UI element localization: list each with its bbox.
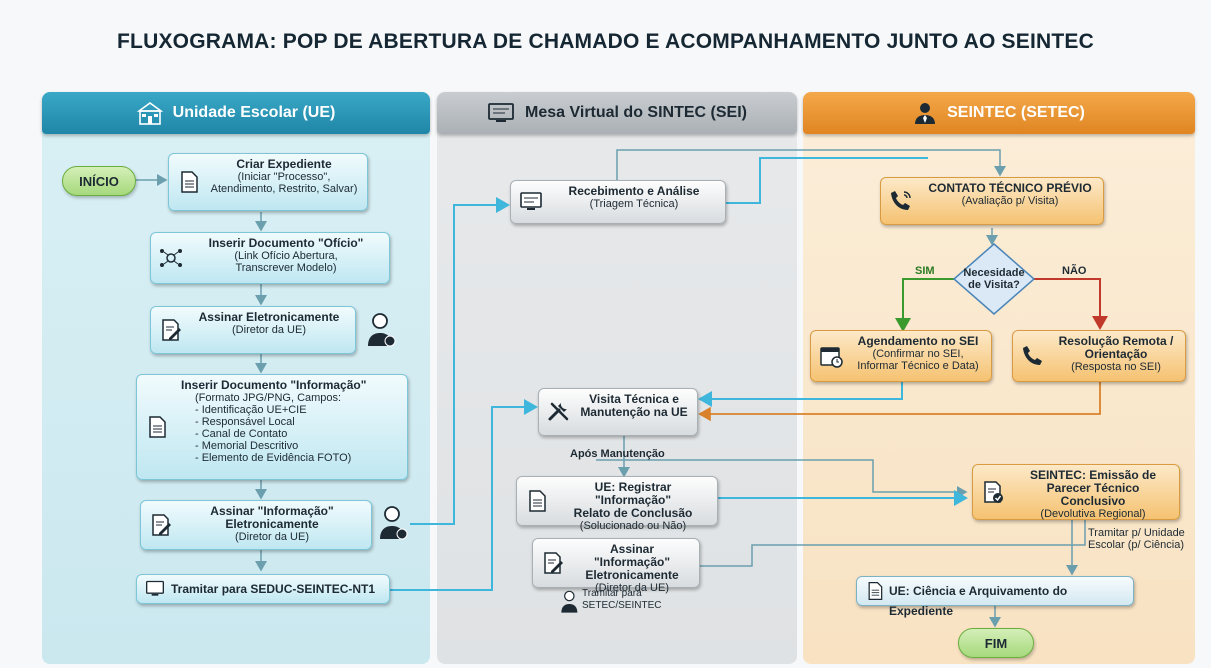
school-icon [136,102,163,125]
step-desc: (Diretor da UE) [232,324,306,336]
step-title: Assinar Eletronicamente [198,310,340,324]
lane-header-sei: Mesa Virtual do SINTEC (SEI) [437,92,797,134]
document-icon [149,416,166,438]
step-create-expediente[interactable]: Criar Expediente (Iniciar "Processo", At… [168,153,368,211]
return-label: Tramitar p/ Unidade Escolar (p/ Ciência) [1088,527,1185,551]
decision-diamond [952,243,1036,315]
step-title: Visita Técnica e Manutenção na UE [580,392,688,419]
phone-icon [1023,346,1042,365]
director-icon [380,506,408,540]
arrow-no [1033,278,1108,330]
step-send-seduc[interactable]: Tramitar para SEDUC-SEINTEC-NT1 [136,574,390,604]
start-node[interactable]: INÍCIO [62,166,136,196]
arrow-yes [895,278,955,332]
lane-header-setec: SEINTEC (SETEC) [803,92,1195,134]
step-desc: (Confirmar no SEI, Informar Técnico e Da… [857,348,979,372]
step-technical-report[interactable]: SEINTEC: Emissão de Parecer Técnico Conc… [972,464,1180,520]
step-title: Tramitar para SEDUC-SEINTEC-NT1 [171,582,376,596]
step-title: Agendamento no SEI [857,334,979,348]
document-icon [181,171,198,193]
step-title: Recebimento e Análise [568,184,700,198]
step-receive-analysis[interactable]: Recebimento e Análise (Triagem Técnica) [510,180,726,224]
step-desc: (Avaliação p/ Visita) [961,195,1059,207]
yes-label: SIM [915,265,935,277]
step-desc: (Diretor da UE) [595,582,669,594]
approved-document-icon [984,481,1003,503]
step-sign-informacao-sei[interactable]: Assinar "Informação" Eletronicamente (Di… [532,538,700,594]
technician-icon [915,103,936,124]
step-title: Resolução Remota / Orientação [1058,334,1174,361]
step-title: UE: Ciência e Arquivamento do Expediente [889,584,1068,618]
sign-document-icon [544,552,563,574]
arrow-after-report [596,459,968,498]
step-title: UE: Registrar "Informação" Relato de Con… [573,480,693,520]
director-icon [368,313,396,347]
step-title: Criar Expediente [236,157,332,171]
end-node[interactable]: FIM [958,628,1034,658]
step-desc: (Formato JPG/PNG, Campos: - Identificaçã… [195,392,352,464]
arrow-send-visit [390,399,538,591]
arrow-receive-setec [726,157,928,204]
arrow-sign2-receive [410,197,510,525]
step-title: Inserir Documento "Informação" [181,378,367,392]
step-desc: (Diretor da UE) [235,531,309,543]
after-maintenance-label: Após Manutenção [570,448,665,460]
calendar-icon [820,347,843,368]
step-title: CONTATO TÉCNICO PRÉVIO [928,181,1092,195]
arrow-receive-contact [616,149,1006,188]
step-archive[interactable]: UE: Ciência e Arquivamento do Expediente [856,576,1134,618]
step-desc: (Solucionado ou Não) [579,520,687,532]
lane-title-sei: Mesa Virtual do SINTEC (SEI) [525,104,747,121]
step-title: Inserir Documento "Ofício" [208,236,364,250]
step-insert-oficio[interactable]: Inserir Documento "Ofício" (Link Ofício … [150,232,390,284]
phone-icon [891,191,911,210]
step-desc: (Link Ofício Abertura, Transcrever Model… [234,250,338,274]
sign-document-icon [162,319,181,341]
step-desc: (Triagem Técnica) [589,198,679,210]
arrow-sign3-return [700,520,1086,567]
lane-title-ue: Unidade Escolar (UE) [172,104,336,121]
lane-title-setec: SEINTEC (SETEC) [947,104,1085,121]
step-schedule-sei[interactable]: Agendamento no SEI (Confirmar no SEI, In… [810,330,992,382]
step-insert-informacao[interactable]: Inserir Documento "Informação" (Formato … [136,374,408,480]
step-register-informacao[interactable]: UE: Registrar "Informação" Relato de Con… [516,476,718,532]
step-technical-visit[interactable]: Visita Técnica e Manutenção na UE [538,388,698,436]
network-icon [160,249,182,267]
decision-label: Necesidade de Visita? [963,267,1025,291]
step-prior-contact[interactable]: CONTATO TÉCNICO PRÉVIO (Avaliação p/ Vis… [880,177,1104,225]
page-title: FLUXOGRAMA: POP DE ABERTURA DE CHAMADO E… [117,30,1094,53]
step-sign-electronically[interactable]: Assinar Eletronicamente (Diretor da UE) [150,306,356,354]
no-label: NÃO [1062,265,1087,277]
step-remote-resolution[interactable]: Resolução Remota / Orientação (Resposta … [1012,330,1186,382]
send-setec-label: Tramitar para SETEC/SEINTEC [582,588,662,611]
step-sign-informacao[interactable]: Assinar "Informação" Eletronicamente (Di… [140,500,372,550]
director-icon [561,590,578,613]
step-title: Assinar "Informação" Eletronicamente [210,504,334,531]
monitor-icon [146,580,164,596]
step-desc: (Iniciar "Processo", Atendimento, Restri… [210,171,358,195]
monitor-icon [488,103,514,122]
arrow-remote-visit [698,380,1101,422]
monitor-icon [520,192,542,210]
sign-document-icon [152,514,171,536]
step-desc: (Devolutiva Regional) [1040,508,1146,520]
document-icon [529,490,546,512]
tools-icon [548,402,569,421]
document-icon [868,582,883,600]
step-desc: (Resposta no SEI) [1071,361,1161,373]
step-title: SEINTEC: Emissão de Parecer Técnico Conc… [1029,468,1157,508]
step-title: Assinar "Informação" Eletronicamente [585,542,679,582]
lane-header-ue: Unidade Escolar (UE) [42,92,430,134]
